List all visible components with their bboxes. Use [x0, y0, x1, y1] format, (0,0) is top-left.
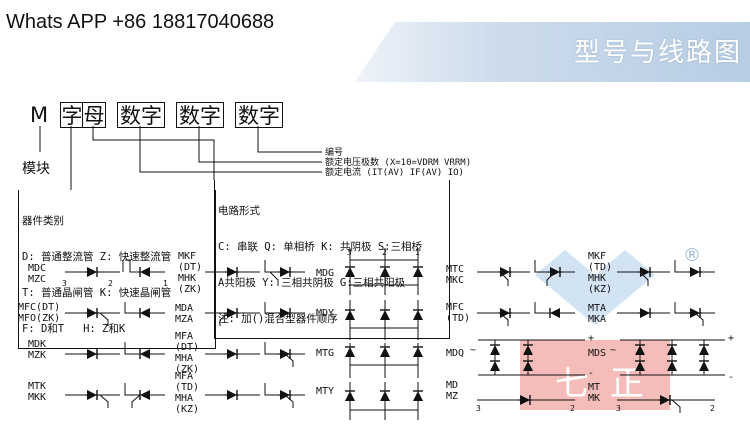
- pin-2-b: 2: [382, 248, 387, 257]
- number-box-2: 数字: [176, 102, 224, 128]
- circuit-label-mtg: MTG: [316, 348, 335, 359]
- pin-minus-a: -: [588, 368, 595, 379]
- circuit-label-mt: MT MK: [588, 382, 601, 404]
- pin-2-a: 2: [108, 279, 113, 288]
- pin-minus-b: -: [728, 372, 735, 383]
- banner: 型号与线路图: [355, 22, 750, 82]
- circuit-label-mds: MDS: [588, 348, 607, 359]
- circuit-label-mfa-td: MFA (TD) MHA (KZ): [175, 371, 200, 415]
- col3-diodes: [344, 266, 424, 402]
- circuit-label-mtc: MTC MKC: [446, 264, 465, 286]
- circuit-diagrams: [65, 248, 725, 420]
- pin-3-c: 3: [476, 404, 481, 413]
- circuit-label-mda: MDA MZA: [175, 303, 194, 325]
- pin-tilde-a: ~: [470, 345, 477, 356]
- pin-plus-a: +: [588, 333, 595, 344]
- letter-box-1: 字: [60, 102, 84, 128]
- device-type-line-2: T: 普通晶闸管 K: 快速晶闸管: [22, 287, 172, 299]
- note-voltage: 额定电压极数 (X=10=VDRM VRRM): [325, 158, 472, 168]
- prefix-letter: M: [30, 103, 49, 127]
- watermark-char-1: 七: [555, 364, 589, 404]
- note-serial: 编号: [325, 148, 344, 158]
- circuit-label-mdg: MDG: [316, 268, 335, 279]
- circuit-label-mty: MTY: [316, 386, 335, 397]
- current-leader: [139, 126, 322, 173]
- circuit-label-mfc-td: MFC (TD): [446, 302, 471, 324]
- number-box-3: 数字: [235, 102, 283, 128]
- prefix-caption: 模块: [22, 161, 50, 177]
- circuit-form-box: 电路形式 C: 串联 Q: 单相桥 K: 共阴极 S:三相桥 A共阳极 Y: 三…: [214, 180, 450, 339]
- circuit-label-md: MD MZ: [446, 380, 459, 402]
- pin-1-b: 1: [415, 248, 420, 257]
- circuit-form-title: 电路形式: [218, 205, 260, 217]
- trademark-icon: ®: [683, 245, 701, 266]
- circuit-label-mdq: MDQ: [446, 348, 465, 359]
- circuit-label-mdy: MDY: [316, 308, 335, 319]
- banner-title: 型号与线路图: [573, 38, 742, 68]
- device-type-line-3: F: D和T H: Z和K: [22, 323, 126, 335]
- contact-line: Whats APP +86 18817040688: [6, 8, 356, 38]
- pin-3-d: 3: [616, 404, 621, 413]
- circuit-label-mtk: MTK MKK: [28, 381, 47, 403]
- pin-3-b: 3: [347, 248, 352, 257]
- device-type-box: 器件类别 D: 普通整流管 Z: 快速整流管 T: 普通晶闸管 K: 快速晶闸管…: [18, 190, 216, 349]
- circuit-label-mkf: MKF (DT) MHK (ZK): [178, 251, 203, 295]
- pin-1-a: 1: [163, 279, 168, 288]
- letter2-leader: [92, 126, 215, 180]
- circuit-label-mfc: MFC(DT) MFO(ZK): [18, 302, 61, 324]
- pin-tilde-b: ~: [610, 345, 617, 356]
- circuit-form-line-2: A共阳极 Y: 三相共阴极 G:三相共阳极: [218, 277, 406, 289]
- note-current: 额定电流 (IT(AV) IF(AV) IO): [325, 168, 464, 178]
- col5-diodes: [634, 266, 710, 406]
- banner-cut: [355, 22, 395, 82]
- pin-3-a: 3: [62, 279, 67, 288]
- letter-box-2: 母: [82, 102, 106, 128]
- device-type-title: 器件类别: [22, 215, 64, 227]
- circuit-label-mta: MTA MKA: [588, 303, 607, 325]
- col1-diodes: [84, 266, 151, 401]
- col4-diodes: [489, 266, 563, 406]
- number-box-1: 数字: [117, 102, 165, 128]
- pin-2-d: 2: [710, 404, 715, 413]
- circuit-label-mdk: MDK MZK: [28, 339, 47, 361]
- circuit-label-mkf-td: MKF (TD) MHK (KZ): [588, 251, 613, 295]
- circuit-form-line-1: C: 串联 Q: 单相桥 K: 共阴极 S:三相桥: [218, 241, 423, 253]
- circuit-label-mfa-dt: MFA (DT) MHA (ZK): [175, 331, 200, 375]
- pin-2-c: 2: [570, 404, 575, 413]
- voltage-leader: [198, 126, 322, 163]
- serial-leader: [257, 126, 322, 153]
- pin-plus-b: +: [728, 333, 735, 344]
- circuit-label-mdc: MDC MZC: [28, 263, 47, 285]
- col2-diodes: [224, 266, 293, 401]
- device-type-line-1: D: 普通整流管 Z: 快速整流管: [22, 251, 172, 263]
